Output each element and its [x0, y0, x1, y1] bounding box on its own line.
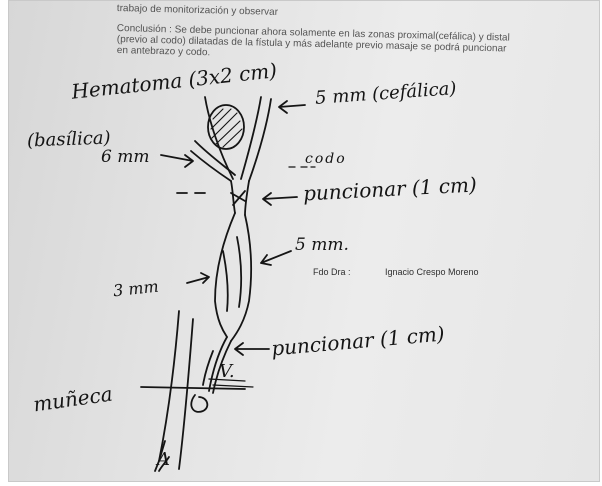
arrow-cefalica	[279, 101, 305, 113]
label-5mm: 5 mm.	[295, 235, 349, 255]
cephalic-vein	[241, 97, 261, 179]
label-basilica: (basílica)	[27, 128, 111, 152]
arrow-6mm	[161, 155, 193, 167]
forearm-fistula	[215, 213, 235, 337]
arrow-3mm	[187, 273, 209, 283]
hematoma-hatching	[211, 109, 242, 147]
document-photo: trabajo de monitorización y observar Con…	[8, 0, 600, 482]
label-codo: codo	[305, 151, 347, 167]
arrow-puncionar-top	[263, 193, 297, 205]
arrow-5mm	[261, 251, 291, 265]
label-6mm: 6 mm	[101, 147, 149, 167]
arrow-puncionar-bottom	[235, 343, 269, 355]
label-v: V.	[219, 361, 235, 382]
label-a: A	[157, 449, 170, 470]
